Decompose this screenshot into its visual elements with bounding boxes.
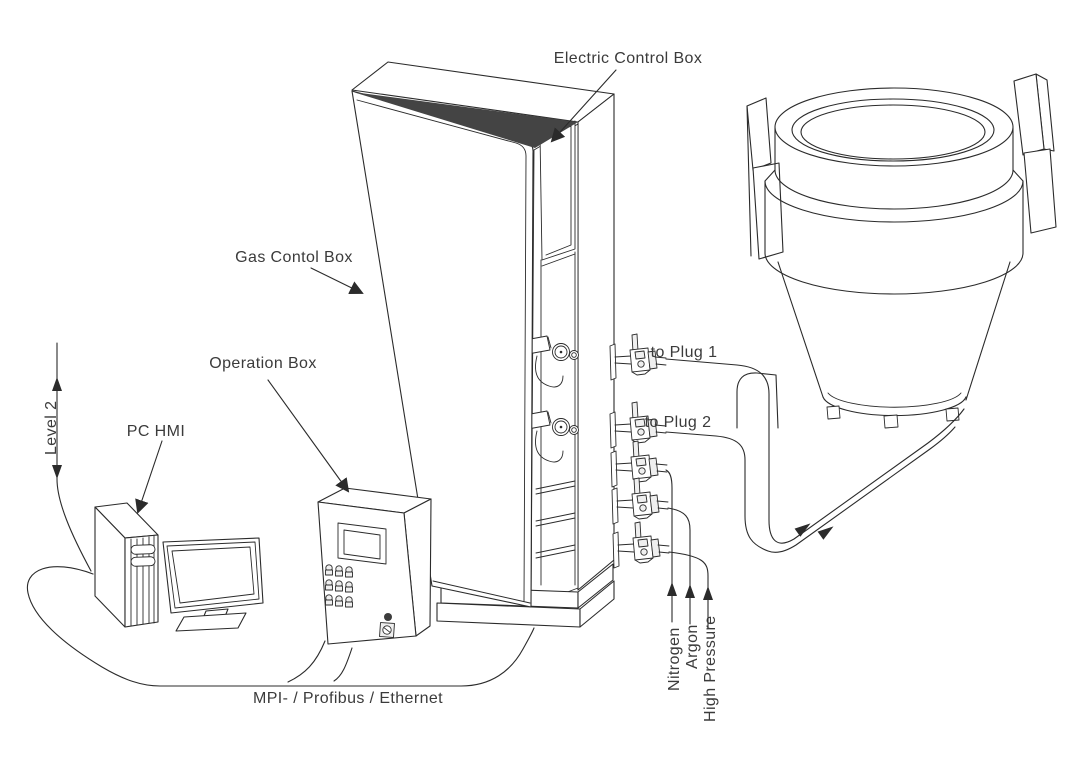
arrow-electric-control-box	[550, 69, 617, 143]
hose-to-plug-2	[665, 426, 956, 553]
operation-box-device	[317, 487, 432, 645]
label-to-plug-1: to Plug 1	[651, 344, 718, 361]
bus-line	[26, 566, 535, 687]
operation-box-cable-1	[287, 640, 326, 683]
label-pc-hmi: PC HMI	[127, 423, 185, 440]
label-electric-control-box: Electric Control Box	[554, 50, 703, 67]
indicator-lamp	[384, 613, 392, 621]
ladle-right-trunnion	[1013, 73, 1057, 234]
gas-control-cabinet	[351, 61, 615, 628]
label-to-plug-2: to Plug 2	[645, 414, 712, 431]
ladle	[736, 73, 1057, 429]
ladle-support-bracket	[736, 372, 779, 429]
arrow-pc-hmi	[135, 440, 163, 514]
monitor-base	[175, 612, 247, 632]
gas-supply-lines	[665, 469, 713, 629]
hmi-screen	[343, 529, 381, 560]
door-opening-gap	[353, 92, 578, 148]
valve-fitting-argon	[611, 477, 669, 525]
drive-bay-slot	[130, 544, 156, 555]
arrow-gas-control-box	[310, 267, 364, 295]
cabinet-right-face	[577, 93, 615, 591]
leader-arrows	[135, 69, 617, 514]
level2-line	[56, 342, 92, 572]
button-grid	[325, 564, 353, 608]
monitor-screen	[171, 546, 255, 604]
bus-cables	[26, 566, 535, 687]
drive-bay-slot	[130, 556, 156, 567]
operation-box-front	[317, 501, 417, 645]
label-bus: MPI- / Profibus / Ethernet	[253, 690, 443, 707]
ladle-foot	[826, 405, 841, 420]
hose-to-plug-1	[665, 358, 965, 544]
label-gas-control-box: Gas Contol Box	[235, 249, 353, 266]
cabinet-shelf-slats	[535, 480, 576, 559]
hmi-screen-frame	[337, 522, 387, 565]
pc-tower	[94, 502, 159, 628]
labels: Electric Control Box Gas Contol Box Oper…	[43, 50, 719, 722]
nitrogen-line	[665, 469, 673, 623]
hoses-to-ladle	[665, 358, 965, 553]
ladle-left-trunnion	[746, 97, 784, 260]
high-pressure-line	[668, 551, 709, 629]
label-operation-box: Operation Box	[209, 355, 316, 372]
key-switch	[379, 622, 395, 638]
ladle-band	[764, 169, 1024, 295]
label-argon: Argon	[684, 624, 701, 669]
label-level2: Level 2	[43, 401, 60, 455]
ladle-foot	[945, 407, 960, 422]
level2-flow-indicator	[52, 342, 92, 572]
monitor	[162, 537, 264, 632]
arrow-operation-box	[267, 379, 350, 493]
ladle-body	[777, 261, 1011, 429]
cabinet-side-fittings	[609, 333, 670, 569]
pc-hmi-station	[94, 502, 264, 632]
label-nitrogen: Nitrogen	[666, 627, 683, 691]
valve-fitting-high-pressure	[612, 521, 670, 569]
label-high-pressure: High Pressure	[702, 615, 719, 722]
argon-line	[667, 507, 691, 625]
ladle-rim	[774, 87, 1014, 210]
operation-box-cable-2	[333, 647, 353, 682]
ladle-foot	[883, 414, 899, 429]
